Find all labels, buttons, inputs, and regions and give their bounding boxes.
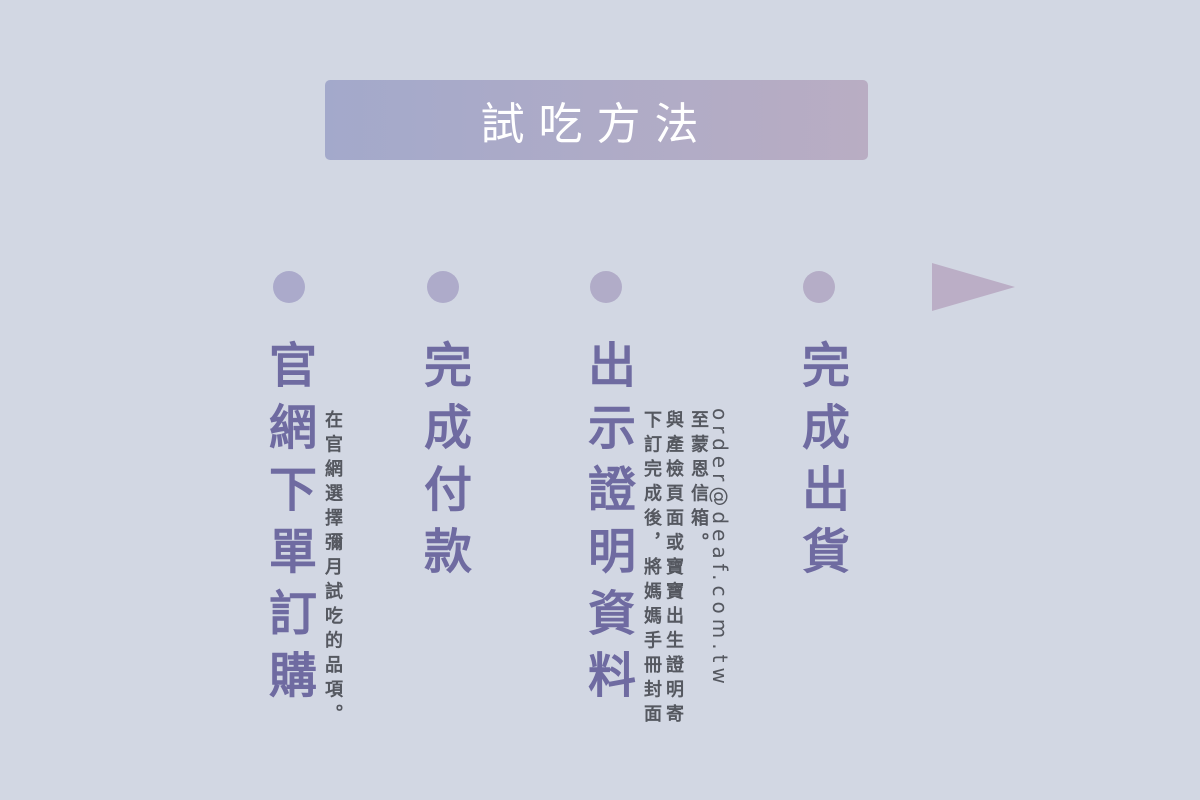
title: 試吃方法 [480,99,713,150]
step-3-note-line-3: 至蒙恩信箱。 [688,410,709,557]
step-1-label: 官網下單訂購 [260,340,316,712]
step-dot [590,271,622,303]
step-3-note-line-1: 下訂完成後，將媽媽手冊封面 [641,410,662,729]
step-3-label: 出示證明資料 [579,340,635,712]
step-4-label: 完成出貨 [793,340,849,588]
arrow-head-icon [932,263,1015,311]
step-dot [273,271,305,303]
step-dot [427,271,459,303]
email-link[interactable]: order@deaf.com.tw [708,408,732,689]
step-dot [803,271,835,303]
step-3-note-line-2: 與產檢頁面或寶寶出生證明寄 [663,410,684,729]
title-banner: 試吃方法 [325,80,868,160]
step-1-note: 在官網選擇彌月試吃的品項。 [322,410,343,729]
step-2-label: 完成付款 [415,340,471,588]
